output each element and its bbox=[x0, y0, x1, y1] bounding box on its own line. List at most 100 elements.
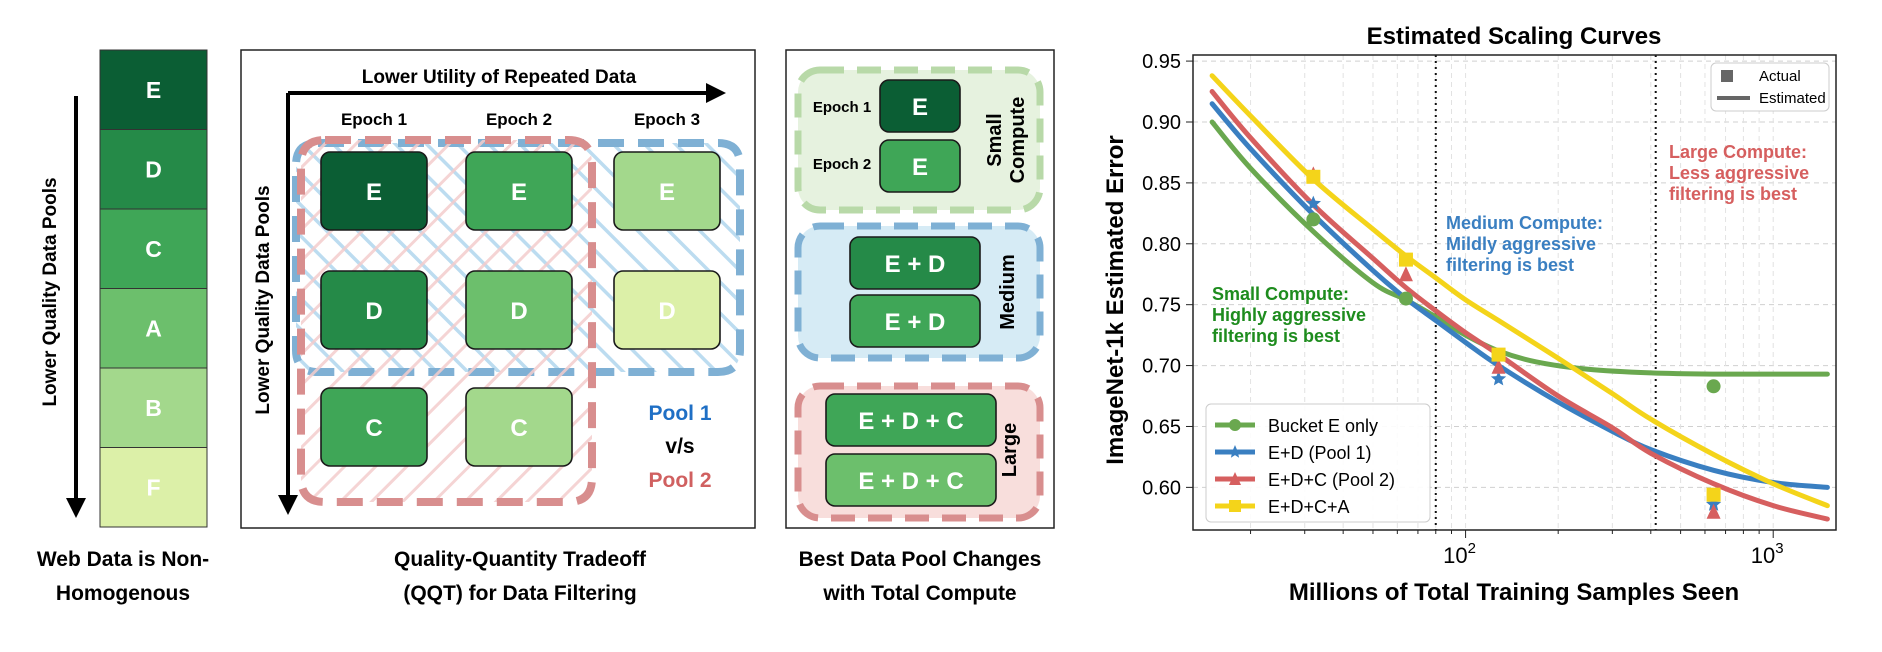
epoch-header: Epoch 2 bbox=[486, 110, 552, 129]
qqt-cell-label: C bbox=[510, 415, 527, 442]
data-point-star bbox=[1490, 371, 1507, 386]
plot-frame bbox=[1192, 54, 1837, 531]
qqt-cell bbox=[320, 270, 428, 350]
y-tick-label: 0.60 bbox=[1142, 477, 1181, 499]
pool-block-f bbox=[99, 447, 208, 528]
x-axis-label: Millions of Total Training Samples Seen bbox=[1289, 579, 1739, 606]
data-point-square bbox=[1706, 487, 1721, 502]
panel3-caption-line2: with Total Compute bbox=[822, 582, 1016, 605]
vs-label: v/s bbox=[665, 435, 694, 458]
data-point-star bbox=[1305, 195, 1321, 211]
y-tick-label: 0.80 bbox=[1142, 234, 1181, 256]
large-title: Large bbox=[999, 423, 1021, 477]
data-point-square bbox=[1398, 252, 1413, 267]
y-tick-label: 0.95 bbox=[1142, 51, 1181, 73]
y-tick-label: 0.85 bbox=[1142, 173, 1181, 195]
data-point-star bbox=[1228, 445, 1242, 458]
medium-box1-text: E + D bbox=[885, 251, 946, 278]
pool-block-label: D bbox=[145, 156, 162, 182]
pool-block-label: A bbox=[145, 315, 162, 341]
data-point-triangle bbox=[1706, 503, 1721, 519]
pool-block-label: C bbox=[145, 236, 162, 262]
pool-block-e bbox=[99, 49, 208, 130]
actual-marker bbox=[1721, 70, 1733, 82]
data-point-triangle bbox=[1398, 266, 1413, 282]
style-legend-actual: Actual bbox=[1759, 68, 1801, 85]
small-epoch2-label: Epoch 2 bbox=[813, 156, 871, 173]
data-point-triangle bbox=[1229, 472, 1241, 485]
qqt-cell bbox=[320, 151, 428, 231]
y-tick-label: 0.90 bbox=[1142, 112, 1181, 134]
compute-annotation-line: filtering is best bbox=[1669, 184, 1797, 204]
pool-block-a bbox=[99, 288, 208, 369]
panel2-caption-line2: (QQT) for Data Filtering bbox=[403, 582, 636, 605]
pool-block-b bbox=[99, 367, 208, 448]
legend-entry: E+D+C (Pool 2) bbox=[1268, 470, 1395, 490]
chart-title: Estimated Scaling Curves bbox=[1367, 23, 1662, 50]
panel-qqt: Lower Utility of Repeated Data Lower Qua… bbox=[240, 49, 756, 605]
x-tick-label: 102 bbox=[1443, 540, 1476, 568]
medium-box-2 bbox=[849, 294, 981, 348]
panel-scaling-chart: Estimated Scaling Curves 0.600.650.700.7… bbox=[1102, 23, 1837, 606]
qqt-cell-label: D bbox=[658, 298, 675, 325]
data-point-circle bbox=[1229, 419, 1241, 431]
panel1-caption-line1: Web Data is Non- bbox=[37, 548, 209, 571]
qqt-cell-label: E bbox=[511, 179, 527, 206]
qqt-cell bbox=[613, 270, 721, 350]
y-tick-label: 0.65 bbox=[1142, 416, 1181, 438]
large-box-1 bbox=[825, 393, 997, 447]
compute-annotation-line: filtering is best bbox=[1212, 326, 1340, 346]
pool1-label: Pool 1 bbox=[648, 402, 711, 425]
small-box-epoch1 bbox=[879, 79, 961, 133]
data-point-square bbox=[1491, 347, 1506, 362]
qqt-cell-label: D bbox=[510, 298, 527, 325]
small-title-line2: Compute bbox=[1007, 97, 1029, 184]
pool-block-label: E bbox=[146, 77, 161, 103]
compute-annotation-line: Highly aggressive bbox=[1212, 305, 1366, 325]
large-box2-text: E + D + C bbox=[858, 468, 963, 495]
pool-stack: E D C A B F bbox=[99, 49, 208, 528]
y-tick-labels: 0.600.650.700.750.800.850.900.95 bbox=[1142, 51, 1193, 499]
small-box1-text: E bbox=[912, 94, 928, 121]
x-tick-labels: 102 103 bbox=[1443, 540, 1783, 568]
small-box2-text: E bbox=[912, 154, 928, 181]
compute-annotation-line: Mildly aggressive bbox=[1446, 234, 1596, 254]
data-point-square bbox=[1306, 169, 1321, 184]
y-axis-label: ImageNet-1k Estimated Error bbox=[1102, 135, 1129, 464]
qqt-cell bbox=[613, 151, 721, 231]
legend-entry: Bucket E only bbox=[1268, 416, 1378, 436]
panel-best-pool: Epoch 1 Epoch 2 E E Small Compute E + D … bbox=[785, 49, 1055, 605]
legend-entry: E+D (Pool 1) bbox=[1268, 443, 1372, 463]
qqt-cell bbox=[465, 387, 573, 467]
series-legend-box bbox=[1205, 403, 1431, 523]
pool-block-label: F bbox=[146, 474, 160, 500]
top-axis-label: Lower Utility of Repeated Data bbox=[362, 67, 637, 88]
qqt-cell-label: E bbox=[366, 179, 382, 206]
pool-axis-label: Lower Quality Data Pools bbox=[40, 177, 61, 406]
x-tick-label: 103 bbox=[1751, 540, 1784, 568]
compute-annotation-line: filtering is best bbox=[1446, 255, 1574, 275]
compute-dividers bbox=[1434, 55, 1657, 530]
data-point-square bbox=[1229, 500, 1241, 512]
chart-points bbox=[1305, 166, 1722, 519]
panel-web-data: E D C A B F Lower Quality Data Pools Web Data… bbox=[37, 49, 209, 605]
compute-annotation-line: Large Compute: bbox=[1669, 142, 1807, 162]
compute-annotation-line: Small Compute: bbox=[1212, 284, 1349, 304]
qqt-cell bbox=[465, 151, 573, 231]
qqt-cell bbox=[465, 270, 573, 350]
pool-block-label: B bbox=[145, 395, 162, 421]
pool2-label: Pool 2 bbox=[648, 469, 711, 492]
medium-box-1 bbox=[849, 236, 981, 290]
chart-annotations: Small Compute:Highly aggressivefiltering… bbox=[1212, 142, 1809, 346]
small-title-line1: Small bbox=[984, 113, 1006, 166]
large-box-2 bbox=[825, 453, 997, 507]
panel3-caption-line1: Best Data Pool Changes bbox=[799, 548, 1042, 571]
qqt-cell-label: E bbox=[659, 179, 675, 206]
medium-title: Medium bbox=[997, 254, 1019, 330]
small-box-epoch2 bbox=[879, 139, 961, 193]
